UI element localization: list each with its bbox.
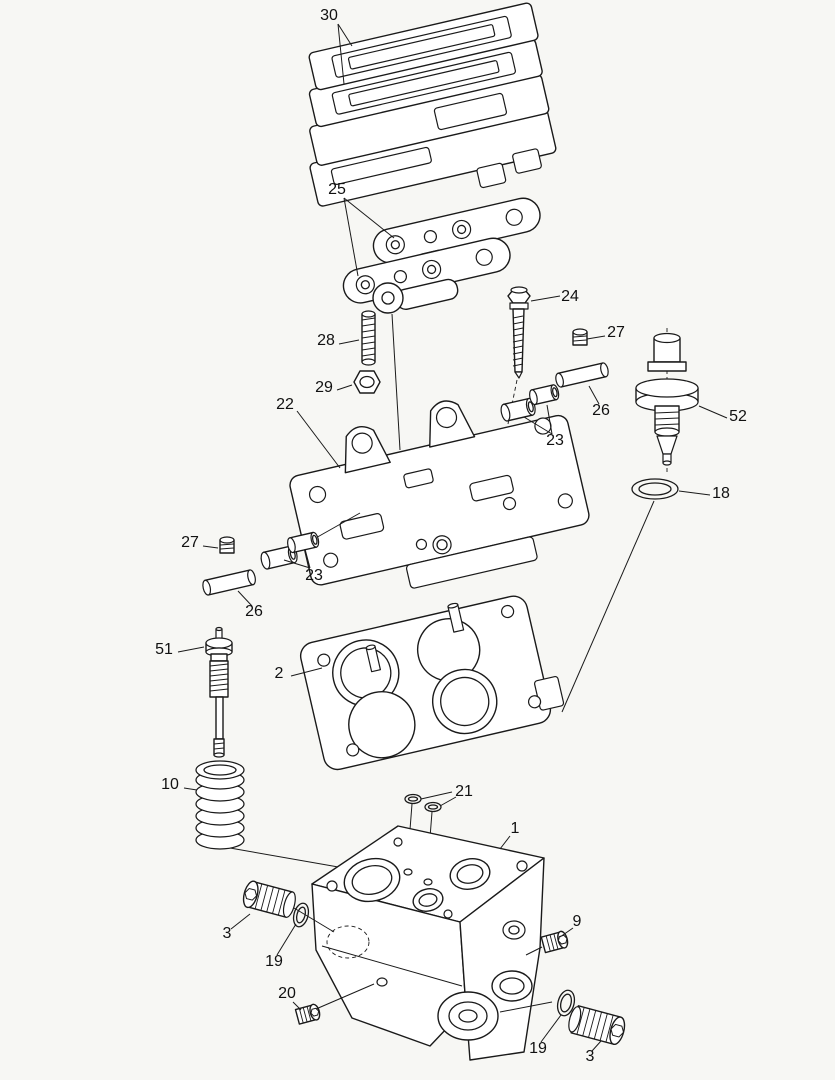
plug-20 [294, 1003, 321, 1025]
leader-lines [177, 23, 728, 1052]
callout-24: 24 [561, 288, 579, 305]
callout-3-left: 3 [223, 925, 232, 942]
plug9-axis-line [525, 946, 543, 956]
callout-20: 20 [278, 985, 296, 1002]
pin-26-left [202, 569, 256, 596]
nut-29 [353, 370, 381, 394]
set-screw-upper-right [572, 328, 588, 346]
callout-26-left: 26 [245, 603, 263, 620]
callout-22: 22 [276, 396, 294, 413]
plug20-axis-line [315, 983, 375, 1010]
o-ring-18 [631, 478, 679, 500]
callout-52: 52 [729, 408, 747, 425]
needle-valve-51 [205, 626, 233, 758]
callout-25: 25 [328, 181, 346, 198]
callout-23-left: 23 [305, 567, 323, 584]
bushings-23-left [260, 531, 320, 570]
plug3l-axis-line [293, 907, 335, 933]
bushings-23-right [500, 384, 560, 422]
callout-10: 10 [161, 776, 179, 793]
callout-19-right: 19 [529, 1040, 547, 1057]
callout-26-right: 26 [592, 402, 610, 419]
callout-21: 21 [455, 783, 473, 800]
callout-9: 9 [573, 913, 582, 930]
callout-30: 30 [320, 7, 338, 24]
callout-51: 51 [155, 641, 173, 658]
spring-10 [195, 760, 245, 850]
valve-axis-line [561, 500, 655, 713]
spring-axis-line [229, 847, 345, 869]
callout-27-left: 27 [181, 534, 199, 551]
set-screw-left [219, 536, 235, 554]
callout-3-right: 3 [586, 1048, 595, 1065]
plug-3-right [568, 1005, 626, 1046]
main-valve-body-1 [311, 825, 545, 1061]
manifold-plate-2 [299, 595, 565, 771]
callout-2: 2 [275, 665, 284, 682]
cover-plate-stack [308, 2, 557, 207]
o-ring-19-right [556, 989, 576, 1017]
callout-19-left: 19 [265, 953, 283, 970]
rocker-arm-assembly [342, 197, 541, 314]
o-ring-19-left [292, 902, 310, 928]
valve-52 [635, 328, 699, 472]
plug-9 [540, 930, 569, 954]
o-rings-21 [404, 793, 442, 813]
rocker-axis-line [391, 313, 401, 451]
callout-29: 29 [315, 379, 333, 396]
callout-27-upper-right: 27 [607, 324, 625, 341]
stud-28 [361, 310, 376, 366]
callout-1: 1 [511, 820, 520, 837]
callout-18: 18 [712, 485, 730, 502]
upper-housing-22 [289, 400, 590, 589]
bolt-24 [507, 286, 531, 379]
port-axis-line [499, 1001, 553, 1013]
callout-23-right: 23 [546, 432, 564, 449]
plug-3-left [242, 880, 296, 918]
pin-26-right [555, 362, 609, 388]
callout-28: 28 [317, 332, 335, 349]
